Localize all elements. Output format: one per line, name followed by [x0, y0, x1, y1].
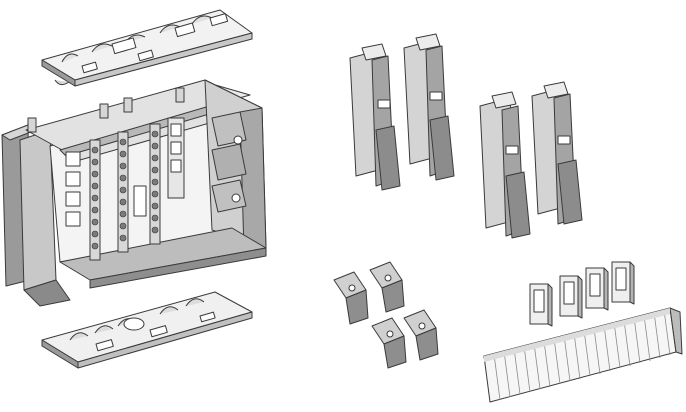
tall-clip-1 [349, 43, 401, 191]
small-bracket-2 [559, 275, 583, 319]
tall-clip-2 [403, 33, 455, 181]
small-connector-3 [371, 317, 407, 369]
small-connector-1 [333, 271, 369, 325]
small-bracket-1 [529, 283, 553, 327]
tall-clip-3 [479, 91, 531, 239]
top-cover-plate [41, 9, 253, 87]
terminal-enclosure-frame [1, 79, 267, 307]
small-bracket-4 [611, 261, 635, 305]
small-bracket-3 [585, 267, 609, 311]
small-connector-2 [369, 261, 405, 313]
small-connector-4 [403, 309, 439, 361]
bottom-cover-plate [41, 291, 253, 369]
tall-clip-4 [531, 81, 583, 225]
terminal-strip [483, 307, 683, 403]
